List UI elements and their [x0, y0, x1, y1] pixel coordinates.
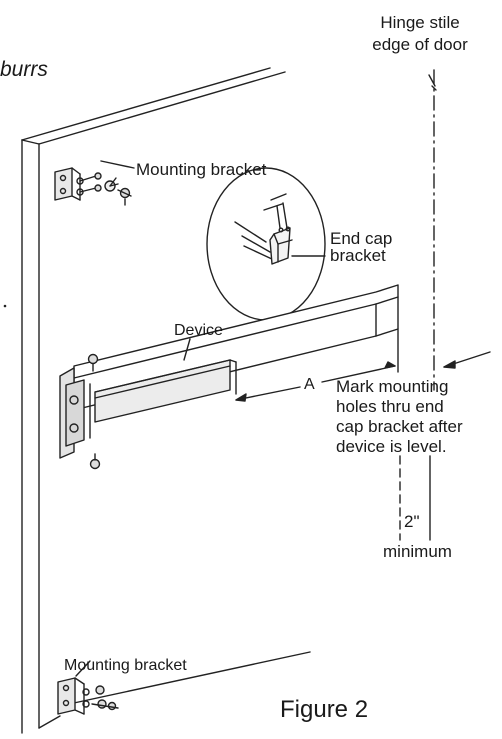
- minimum-label: minimum: [383, 542, 452, 561]
- hinge-stile-line-1: Hinge stile: [380, 13, 460, 32]
- device-screws: [87, 353, 101, 470]
- bottom-mounting-bracket: [57, 660, 119, 715]
- mounting-bracket-top-label: Mounting bracket: [136, 160, 267, 179]
- mark-line-3: cap bracket after: [336, 417, 463, 436]
- two-inch-label: 2": [404, 512, 420, 531]
- mark-instructions: Mark mounting holes thru end cap bracket…: [336, 377, 463, 457]
- top-mounting-bracket: [54, 160, 135, 206]
- end-cap-line-2: bracket: [330, 246, 386, 265]
- stray-dot: [3, 304, 7, 308]
- two-inch-dimension: [399, 455, 431, 541]
- hinge-stile-line-2: edge of door: [372, 35, 468, 54]
- mark-line-1: Mark mounting: [336, 377, 449, 396]
- mark-line-4: device is level.: [336, 437, 447, 456]
- end-cap-bracket-label: End cap bracket: [330, 230, 392, 264]
- dimension-a-label: A: [304, 376, 315, 393]
- hinge-stile-label: Hinge stile edge of door: [350, 12, 490, 56]
- mark-line-2: holes thru end: [336, 397, 444, 416]
- burrs-text: burrs: [0, 58, 48, 81]
- door-panel: [21, 67, 311, 734]
- dimension-a: [235, 329, 399, 402]
- end-cap-line-1: End cap: [330, 229, 393, 248]
- hinge-arrow: [443, 351, 491, 369]
- device-label: Device: [174, 322, 223, 339]
- exit-device-bar: [59, 284, 399, 459]
- end-cap-detail-circle: [206, 167, 326, 321]
- mounting-bracket-bottom-label: Mounting bracket: [64, 657, 187, 674]
- figure-caption: Figure 2: [280, 696, 369, 723]
- hinge-stile-line: [428, 69, 437, 391]
